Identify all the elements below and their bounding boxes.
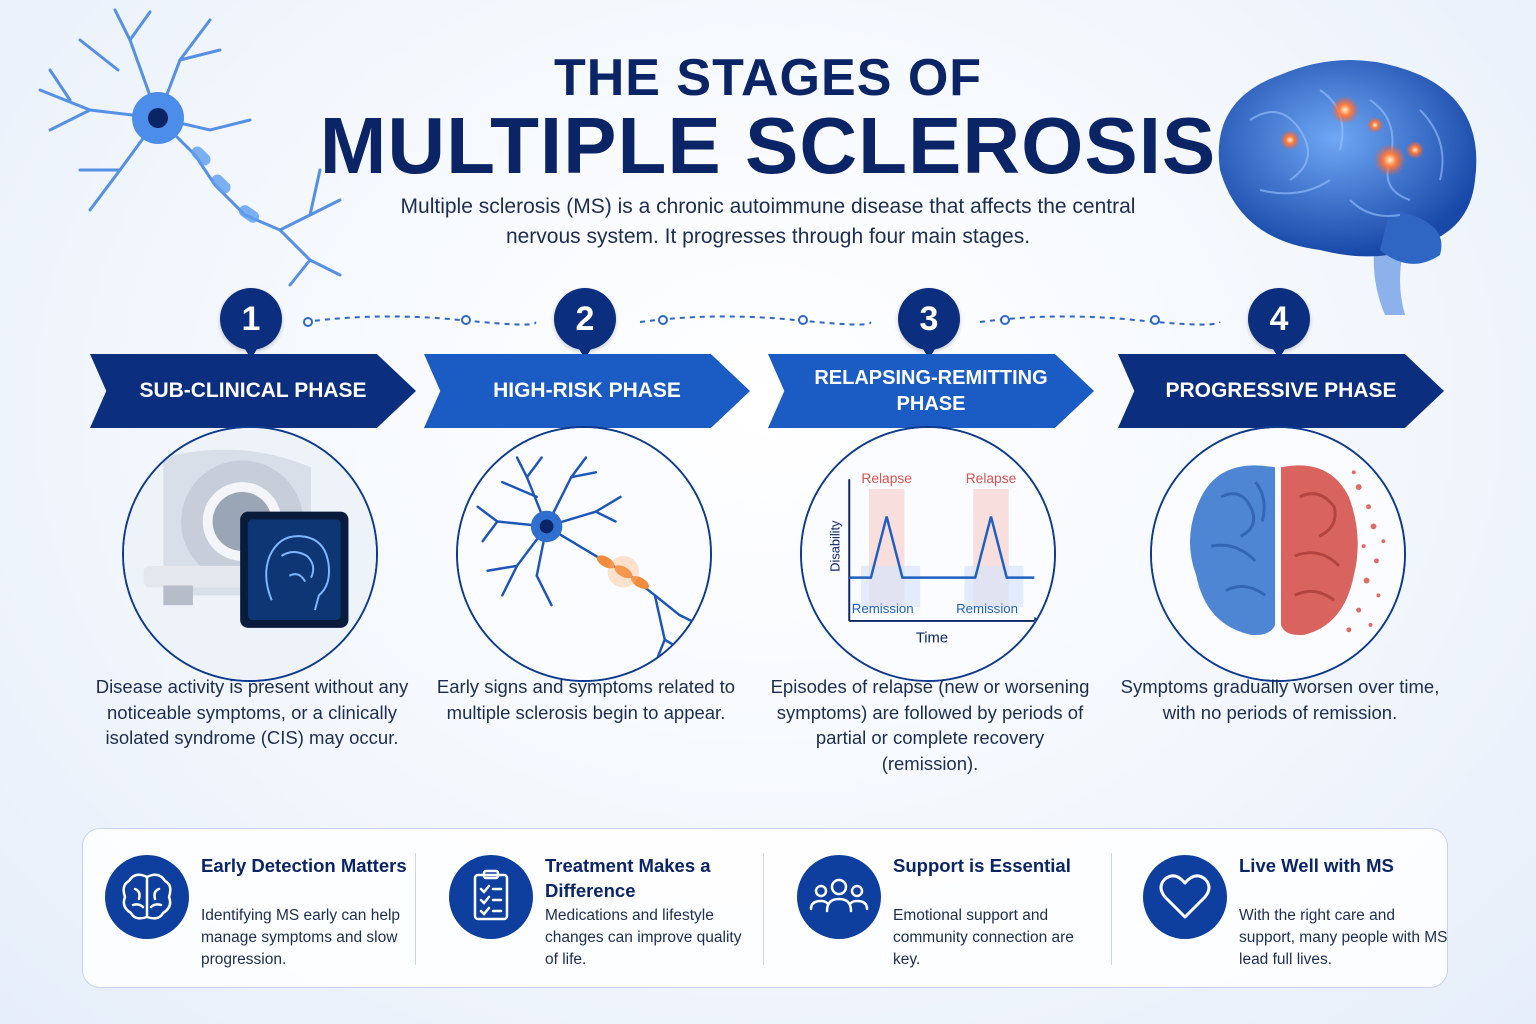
tip-text: Identifying MS early can help manage sym…	[201, 907, 401, 968]
page-title: MULTIPLE SCLEROSIS	[319, 101, 1217, 190]
chart-trough-label: Remission	[956, 601, 1018, 616]
chart-x-label: Time	[916, 631, 948, 647]
heart-icon	[1143, 855, 1227, 939]
neuron-icon	[456, 426, 712, 682]
tip-text: With the right care and support, many pe…	[1239, 907, 1448, 968]
stage-description: Episodes of relapse (new or worsening sy…	[770, 676, 1090, 774]
stage-description: Symptoms gradually worsen over time, wit…	[1120, 676, 1440, 723]
tip-text: Medications and lifestyle changes can im…	[545, 907, 742, 968]
tip-text: Emotional support and community connecti…	[893, 907, 1074, 968]
stage-number: 4	[1248, 288, 1310, 359]
stage-connector	[303, 315, 537, 327]
stage-number: 2	[554, 288, 616, 359]
stage-connector	[979, 315, 1221, 326]
stage-banner: RELAPSING-REMITTING PHASE	[768, 354, 1094, 428]
stage-description: Disease activity is present without any …	[95, 676, 409, 748]
tip-title: Live Well with MS	[1239, 855, 1394, 876]
people-group-icon	[797, 855, 881, 939]
stage-banner: SUB-CLINICAL PHASE	[90, 354, 416, 428]
neuron-decoration-icon	[38, 8, 342, 287]
chart-trough-label: Remission	[852, 601, 914, 616]
tips-panel: Early Detection Matters Identifying MS e…	[82, 828, 1448, 988]
tip-support: Support is Essential Emotional support a…	[775, 829, 1105, 989]
chart-y-label: Disability	[827, 520, 842, 572]
tip-title: Treatment Makes a Difference	[545, 855, 711, 901]
stage-connector	[639, 315, 872, 326]
divider	[415, 853, 416, 965]
brain-icon	[105, 855, 189, 939]
stage-description: Early signs and symptoms related to mult…	[436, 676, 736, 723]
tip-early-detection: Early Detection Matters Identifying MS e…	[83, 829, 413, 989]
stage-number: 1	[220, 288, 282, 359]
relapse-chart-icon: Relapse Relapse Remission Remission Disa…	[800, 426, 1056, 682]
divider	[1111, 853, 1112, 965]
divider	[763, 853, 764, 965]
brain-decoration-icon	[1218, 60, 1477, 315]
tip-title: Support is Essential	[893, 855, 1071, 876]
clipboard-checklist-icon	[449, 855, 533, 939]
damaged-brain-icon	[1150, 426, 1406, 682]
tip-title: Early Detection Matters	[201, 855, 407, 876]
tip-treatment: Treatment Makes a Difference Medications…	[427, 829, 757, 989]
stage-number: 3	[898, 288, 960, 359]
chart-peak-label: Relapse	[966, 471, 1017, 486]
title-top: THE STAGES OF	[553, 49, 983, 107]
stage-banner: HIGH-RISK PHASE	[424, 354, 750, 428]
page-subtitle: Multiple sclerosis (MS) is a chronic aut…	[400, 195, 1136, 248]
tip-live-well: Live Well with MS With the right care an…	[1121, 829, 1451, 989]
chart-peak-label: Relapse	[861, 471, 912, 486]
mri-scanner-icon	[122, 426, 378, 682]
stage-banner: PROGRESSIVE PHASE	[1118, 354, 1444, 428]
